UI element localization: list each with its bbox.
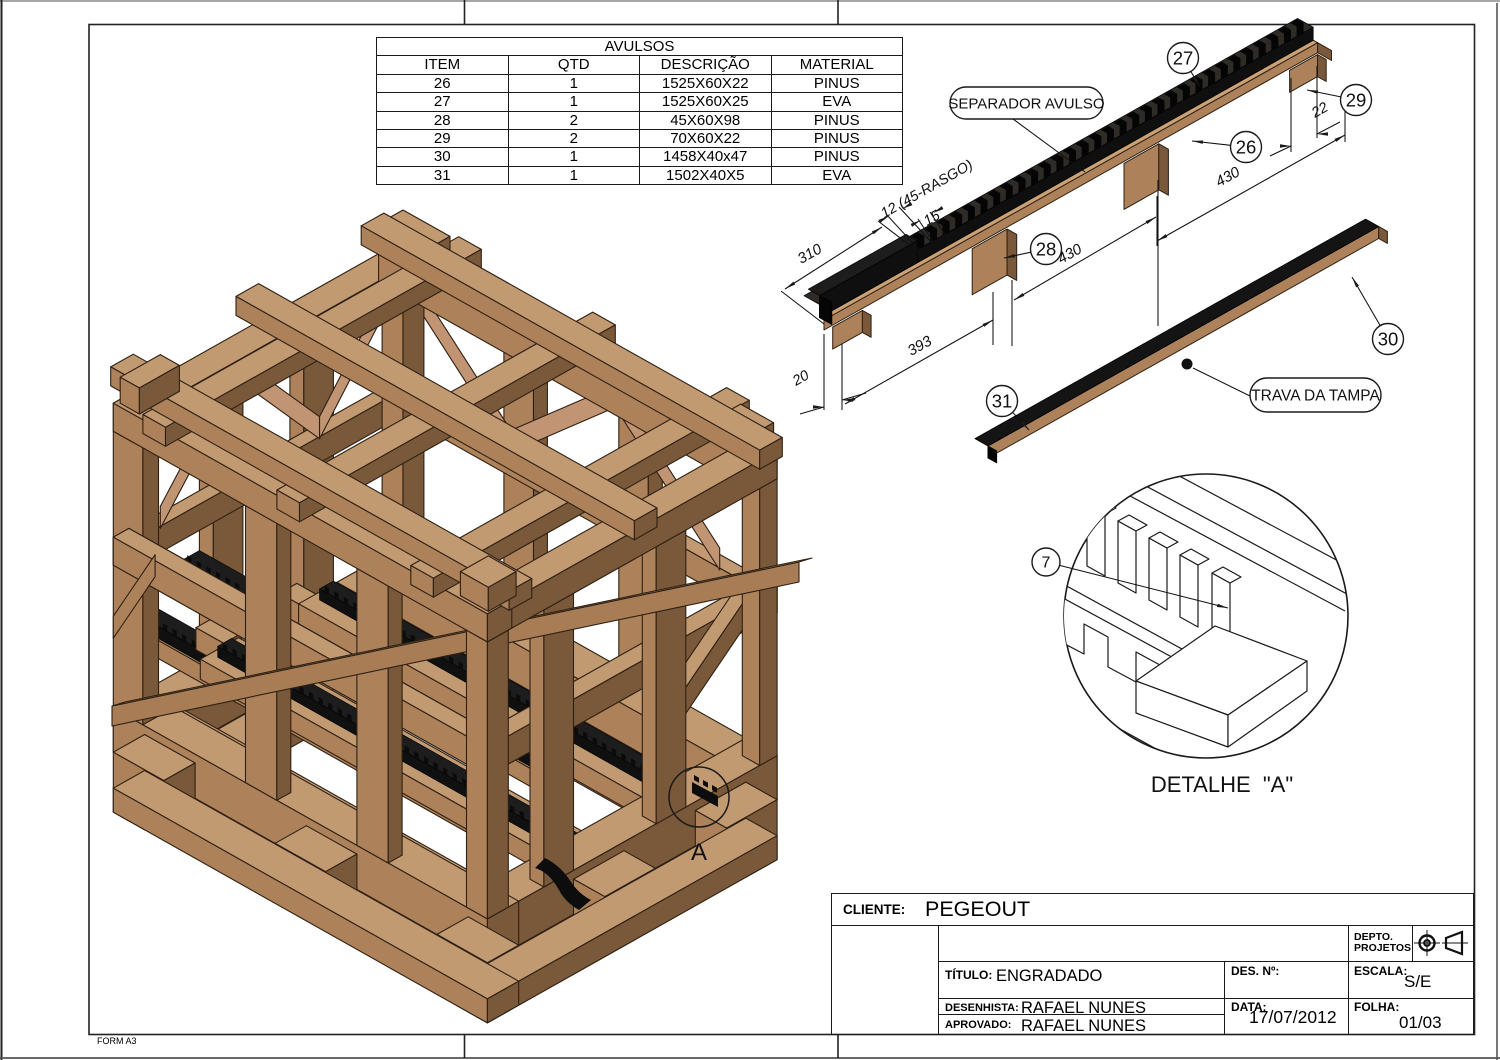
svg-text:SEPARADOR AVULSO: SEPARADOR AVULSO	[948, 95, 1104, 112]
svg-text:22: 22	[1308, 100, 1331, 122]
svg-text:26: 26	[1236, 136, 1257, 157]
svg-text:27: 27	[1173, 47, 1194, 68]
svg-text:30: 30	[1378, 328, 1399, 349]
svg-text:DETALHE "A": DETALHE "A"	[1151, 772, 1293, 797]
svg-text:310: 310	[795, 240, 826, 267]
svg-text:430: 430	[1213, 163, 1244, 190]
svg-text:7: 7	[1042, 555, 1051, 572]
svg-text:20: 20	[789, 368, 812, 390]
svg-text:TRAVA DA TAMPA: TRAVA DA TAMPA	[1251, 387, 1380, 404]
svg-text:31: 31	[992, 390, 1013, 411]
svg-text:29: 29	[1346, 89, 1367, 110]
svg-text:28: 28	[1036, 238, 1057, 259]
svg-text:A: A	[691, 839, 707, 866]
